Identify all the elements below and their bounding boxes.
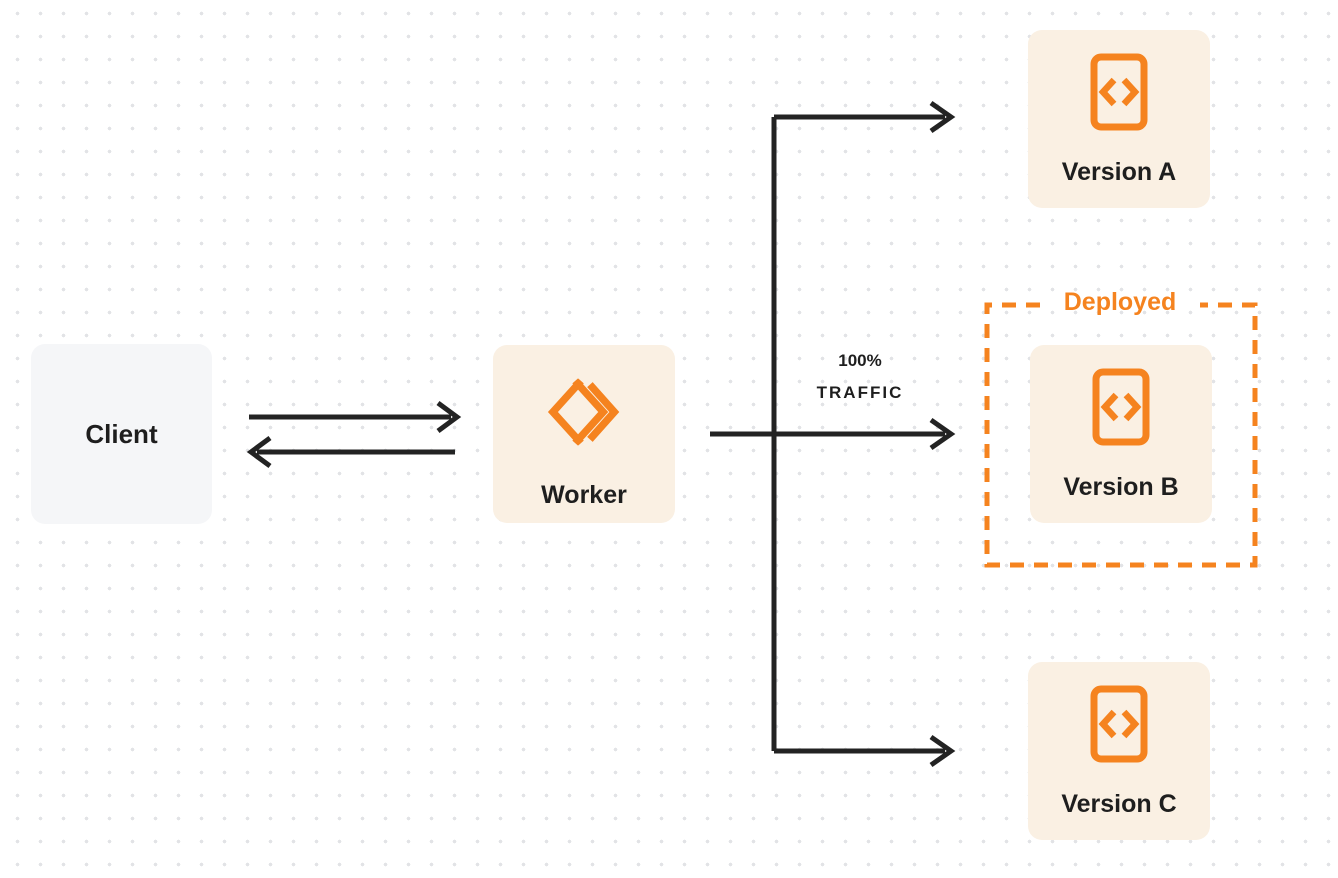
node-worker: Worker xyxy=(493,345,675,523)
worker-to-version-b-arrow xyxy=(710,417,956,451)
branch-to-version-c-arrow xyxy=(774,734,956,768)
traffic-percent: 100% xyxy=(838,351,882,370)
version-c-label: Version C xyxy=(1061,790,1177,818)
traffic-word: TRAFFIC xyxy=(816,383,904,402)
client-to-worker-arrow xyxy=(249,400,462,434)
version-a-label: Version A xyxy=(1061,158,1177,186)
code-file-icon xyxy=(1092,368,1150,446)
workers-logo-icon xyxy=(547,378,620,446)
node-client: Client xyxy=(31,344,212,524)
node-version-b: Version B xyxy=(1030,345,1212,523)
branch-to-version-a-arrow xyxy=(774,100,956,134)
code-file-icon xyxy=(1090,685,1148,763)
node-version-c: Version C xyxy=(1028,662,1210,840)
node-version-a: Version A xyxy=(1028,30,1210,208)
client-label: Client xyxy=(85,418,158,449)
deployed-label: Deployed xyxy=(985,288,1255,316)
worker-to-client-arrow xyxy=(246,435,455,469)
traffic-label: 100% TRAFFIC xyxy=(790,352,930,401)
version-b-label: Version B xyxy=(1063,473,1179,501)
code-file-icon xyxy=(1090,53,1148,131)
worker-label: Worker xyxy=(541,481,627,509)
deployed-text: Deployed xyxy=(1063,288,1177,316)
